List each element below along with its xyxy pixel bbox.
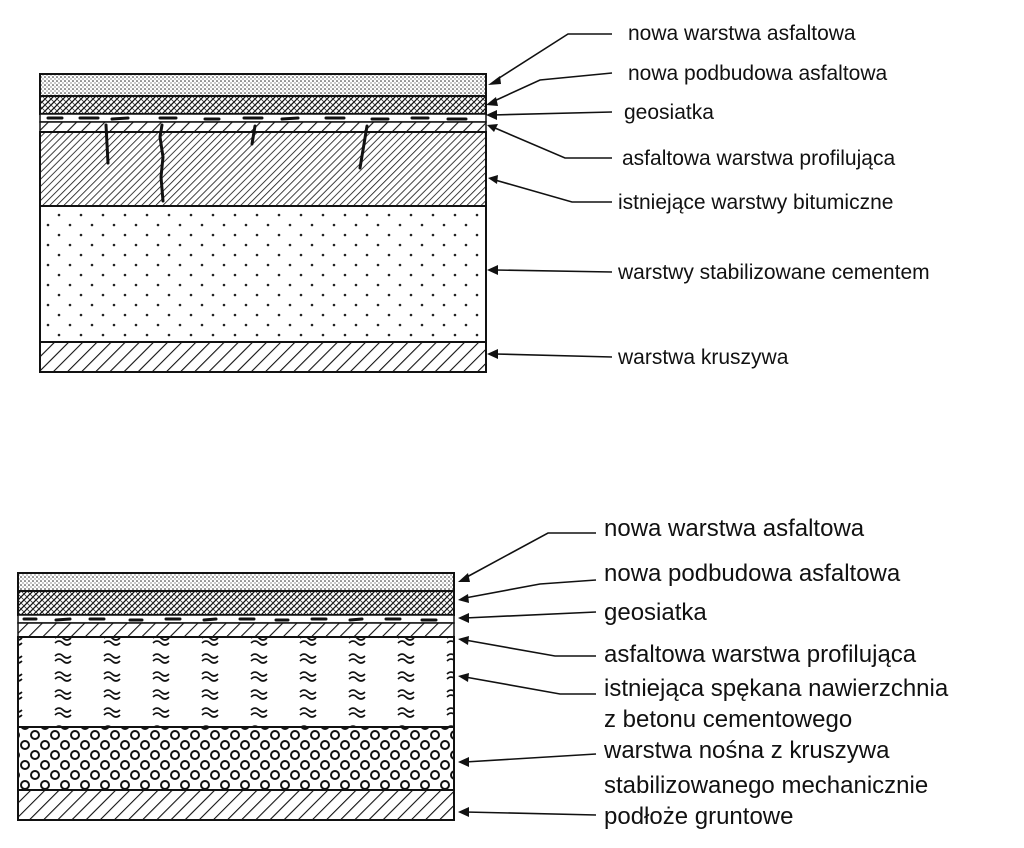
top-leader-arrowheads — [486, 76, 501, 359]
bottom-layer-subgrade — [17, 789, 455, 821]
bottom-layer-mech-stabilized — [17, 726, 455, 791]
top-layer-aggregate — [39, 341, 487, 373]
top-layer-existing-bitumen — [39, 131, 487, 207]
top-label-levelling: asfaltowa warstwa profilująca — [622, 147, 895, 170]
bottom-label-new-asphalt-base: nowa podbudowa asfaltowa — [604, 560, 901, 587]
top-label-new-asphalt: nowa warstwa asfaltowa — [628, 22, 856, 45]
bottom-geogrid-marks — [22, 617, 438, 622]
bottom-label-subgrade: podłoże gruntowe — [604, 803, 793, 830]
bottom-layer-new-asphalt-base — [17, 590, 455, 616]
bottom-label-mech-stabilized-line1: warstwa nośna z kruszywa — [603, 737, 890, 764]
bottom-leaders — [464, 532, 597, 816]
top-label-cement-stabilized: warstwy stabilizowane cementem — [617, 261, 930, 284]
bottom-label-mech-stabilized-line2: stabilizowanego mechanicznie — [604, 772, 928, 799]
bottom-leader-arrowheads — [458, 573, 470, 817]
top-label-aggregate: warstwa kruszywa — [617, 346, 789, 369]
top-crack-lines — [104, 123, 369, 203]
top-layer-cement-stabilized — [39, 205, 487, 343]
bottom-label-new-asphalt: nowa warstwa asfaltowa — [604, 515, 865, 542]
bottom-label-geogrid: geosiatka — [604, 599, 707, 626]
bottom-labels: nowa warstwa asfaltowa nowa podbudowa as… — [603, 515, 949, 830]
bottom-layer-cracked-concrete — [17, 636, 455, 728]
bottom-layer-new-asphalt — [17, 572, 455, 592]
bottom-diagram — [17, 572, 455, 821]
top-label-new-asphalt-base: nowa podbudowa asfaltowa — [628, 62, 888, 85]
bottom-layer-levelling — [17, 622, 455, 638]
bottom-label-cracked-concrete-line2: z betonu cementowego — [604, 706, 852, 733]
bottom-label-levelling: asfaltowa warstwa profilująca — [604, 641, 917, 668]
top-labels: nowa warstwa asfaltowa nowa podbudowa as… — [617, 22, 930, 369]
top-layer-new-asphalt — [39, 73, 487, 97]
top-leaders — [491, 33, 613, 358]
top-diagram — [39, 73, 487, 373]
top-layer-new-asphalt-base — [39, 95, 487, 115]
top-label-existing-bitumen: istniejące warstwy bitumiczne — [618, 191, 893, 214]
top-label-geogrid: geosiatka — [624, 101, 714, 124]
top-geogrid-marks — [46, 116, 468, 121]
bottom-label-cracked-concrete-line1: istniejąca spękana nawierzchnia — [604, 675, 949, 702]
